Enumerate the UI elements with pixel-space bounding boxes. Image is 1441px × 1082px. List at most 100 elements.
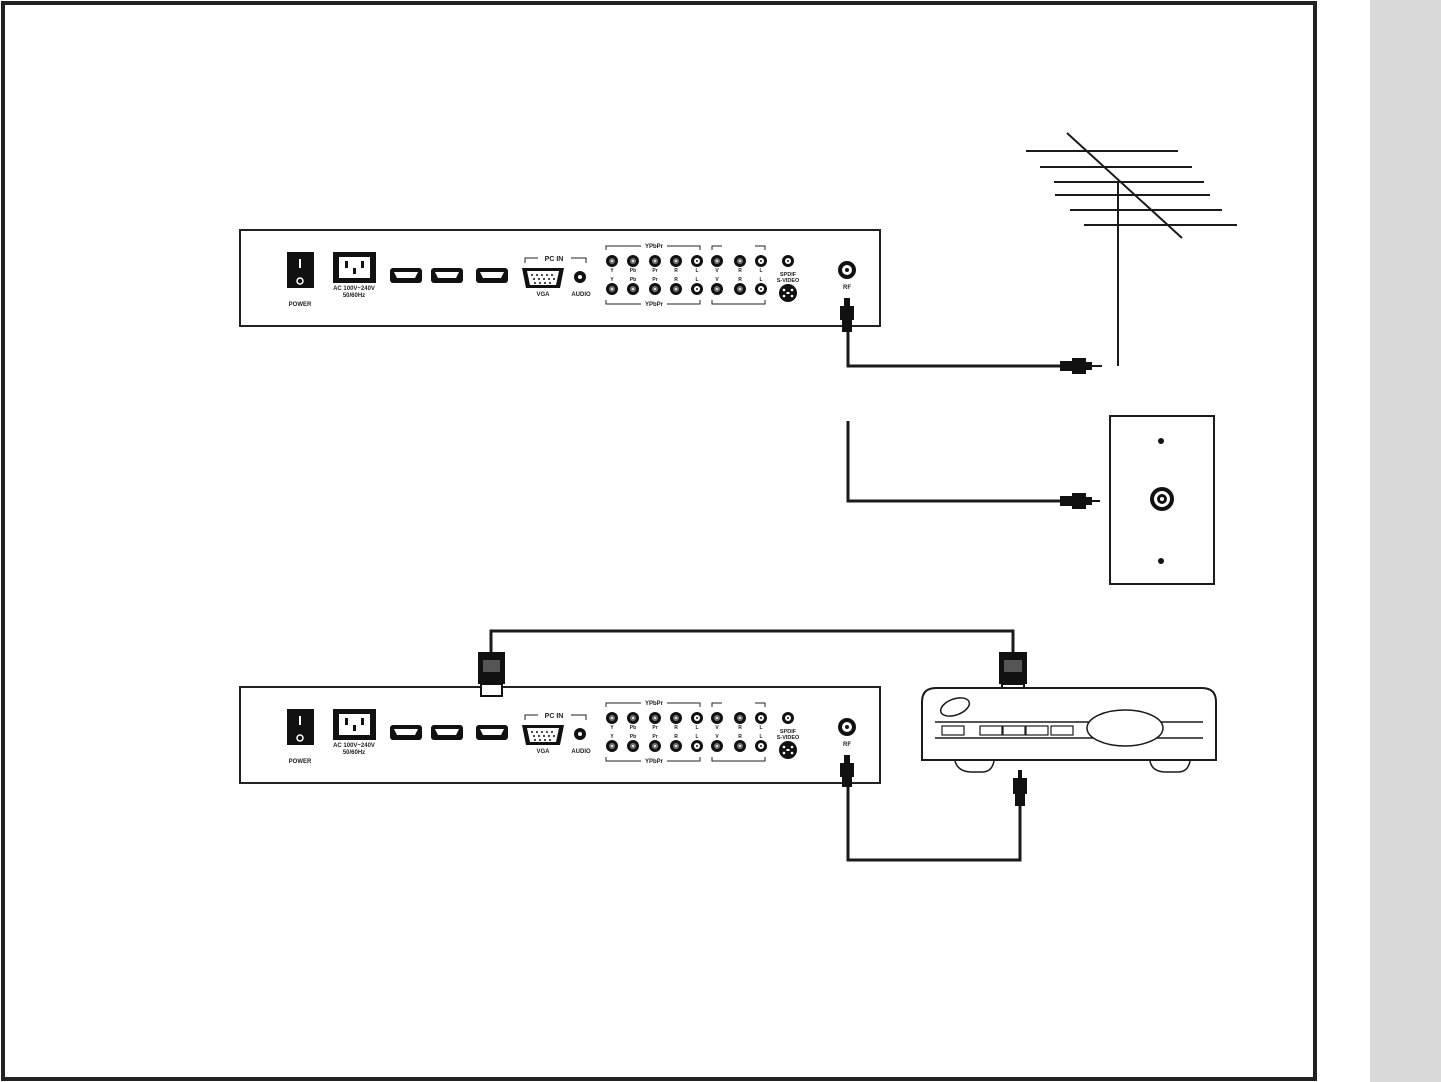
jack-label-v: V [715,268,719,274]
jack-label-pr: Pr [652,268,657,274]
rca-jack-icon [734,255,746,267]
jack-label-pb: Pb [630,734,636,740]
audio-jack-icon [574,728,586,740]
svideo-label: S-VIDEO [777,278,800,284]
antenna-cable [846,332,1060,368]
rca-jack-icon [691,283,703,295]
hdmi-port-icon [476,725,508,740]
rca-jack-icon [627,283,639,295]
jack-label-pr: Pr [652,277,657,283]
rca-jack-icon [606,740,618,752]
coax-plug-icon [840,298,854,332]
jack-label-r: R [738,268,742,274]
spdif-label: SPDIF [780,729,797,735]
coax-plug-icon [1060,358,1092,374]
rca-jack-icon [755,740,767,752]
jack-label-pr: Pr [652,734,657,740]
rf-label: RF [843,742,851,748]
jack-label-l: L [759,277,762,283]
jack-label-r: R [738,734,742,740]
rca-jack-icon [755,712,767,724]
rca-jack-icon [734,740,746,752]
wall-outlet-cable [846,421,1060,503]
hdmi-port-icon [431,268,463,283]
jack-label-v: V [715,277,719,283]
vga-port-icon [522,268,564,288]
svideo-label: S-VIDEO [777,735,800,741]
ac-frequency-label: 50/60Hz [343,293,365,299]
coax-plug-icon [1060,493,1100,509]
hdmi-port-icon [476,268,508,283]
jack-label-pb: Pb [630,277,636,283]
jack-label-y: Y [610,268,614,274]
jack-label-r: R [674,725,678,731]
power-label: POWER [289,759,312,765]
rca-jack-icon [606,712,618,724]
rca-jack-icon [670,740,682,752]
spdif-jack-icon [782,712,794,724]
vga-port-icon [522,725,564,745]
coax-plug-icon [1013,770,1027,806]
rca-jack-icon [711,740,723,752]
jack-label-pb: Pb [630,725,636,731]
rca-jack-icon [734,712,746,724]
jack-label-r: R [674,734,678,740]
tv-back-panel-bottom: POWER AC 100V~240V 50/60Hz [239,686,881,784]
rf-label: RF [843,285,851,291]
hdmi-port-icon [390,725,422,740]
vga-label: VGA [536,749,550,755]
rca-jack-icon [670,283,682,295]
rca-jack-icon [670,712,682,724]
rca-jack-icon [649,283,661,295]
rca-jack-icon [627,740,639,752]
rca-jack-icon [606,255,618,267]
rca-jack-icon [711,255,723,267]
rca-jack-icon [734,283,746,295]
rca-jack-icon [691,712,703,724]
svideo-jack-icon [779,284,797,302]
hdmi-port-icon [390,268,422,283]
ypbpr-label-top: YPbPr [645,701,664,707]
jack-label-pr: Pr [652,725,657,731]
svideo-jack-icon [779,741,797,759]
rca-jack-icon [627,712,639,724]
jack-label-r: R [674,268,678,274]
pc-in-label: PC IN [545,256,564,263]
antenna-icon [1026,132,1237,367]
pc-in-label: PC IN [545,713,564,720]
ac-voltage-label: AC 100V~240V [333,286,375,292]
jack-label-l: L [695,734,698,740]
hdmi-port-icon [431,725,463,740]
rca-jack-icon [649,740,661,752]
rca-jack-icon [755,283,767,295]
jack-label-l: L [759,725,762,731]
ac-frequency-label: 50/60Hz [343,750,365,756]
vga-label: VGA [536,292,550,298]
jack-label-l: L [695,268,698,274]
coax-plug-icon [840,755,854,787]
rca-jack-icon [691,255,703,267]
hdmi-cable [489,629,1015,652]
ac-voltage-label: AC 100V~240V [333,743,375,749]
rf-jack-icon [838,261,856,279]
rca-jack-icon [649,255,661,267]
spdif-label: SPDIF [780,272,797,278]
jack-label-v: V [715,734,719,740]
ypbpr-label-bottom: YPbPr [645,302,664,308]
side-margin-strip [1370,0,1441,1082]
jack-label-y: Y [610,734,614,740]
hdmi-plug-icon [478,652,505,697]
jack-label-y: Y [610,277,614,283]
rca-jack-icon [627,255,639,267]
power-label: POWER [289,302,312,308]
jack-label-l: L [759,268,762,274]
rca-jack-icon [649,712,661,724]
power-switch-icon [287,252,314,288]
jack-label-pb: Pb [630,268,636,274]
rca-jack-icon [606,283,618,295]
rca-jack-icon [670,255,682,267]
jack-label-r: R [738,277,742,283]
set-top-box-icon [921,687,1217,773]
